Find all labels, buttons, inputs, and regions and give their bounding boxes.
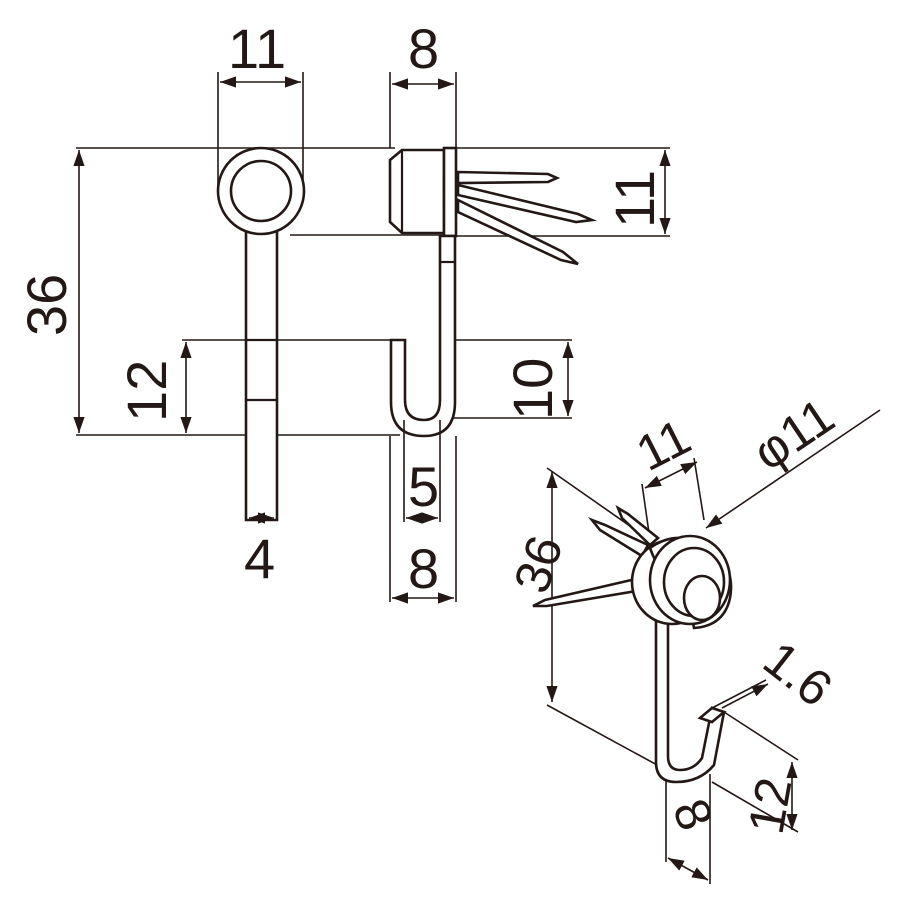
iso-wire-label: 1.6 bbox=[753, 631, 842, 718]
side-gap-label: 5 bbox=[408, 455, 439, 518]
front-wire-shaft bbox=[244, 218, 279, 522]
iso-width-label: 11 bbox=[628, 408, 700, 481]
iso-view bbox=[532, 409, 881, 884]
iso-hook-wire bbox=[654, 608, 726, 784]
side-width-label: 8 bbox=[408, 17, 439, 80]
iso-hook-height-label: 12 bbox=[738, 773, 803, 838]
iso-diameter-leader bbox=[705, 409, 881, 529]
side-nails bbox=[456, 170, 597, 266]
iso-height-label: 36 bbox=[503, 529, 573, 599]
iso-wire-dimension bbox=[721, 683, 769, 709]
side-hook-wire bbox=[389, 234, 457, 438]
side-head bbox=[388, 148, 446, 235]
iso-head bbox=[630, 534, 733, 630]
side-hook-width-label: 8 bbox=[408, 537, 439, 600]
iso-width-dimension bbox=[644, 461, 698, 489]
iso-diameter-label: φ11 bbox=[743, 388, 844, 482]
side-head-height-label: 11 bbox=[603, 170, 666, 228]
iso-hook-width-dimension bbox=[667, 857, 709, 881]
front-view bbox=[73, 72, 455, 524]
front-wire-label: 4 bbox=[244, 527, 275, 590]
front-height-label: 36 bbox=[15, 274, 78, 336]
front-width-label: 11 bbox=[228, 17, 286, 80]
iso-hook-width-label: 8 bbox=[662, 791, 724, 838]
front-hook-height-label: 12 bbox=[115, 360, 178, 422]
iso-nails bbox=[532, 504, 661, 608]
front-eye-inner bbox=[229, 159, 293, 223]
side-view bbox=[388, 72, 671, 604]
side-hook-inner-label: 10 bbox=[501, 358, 564, 420]
